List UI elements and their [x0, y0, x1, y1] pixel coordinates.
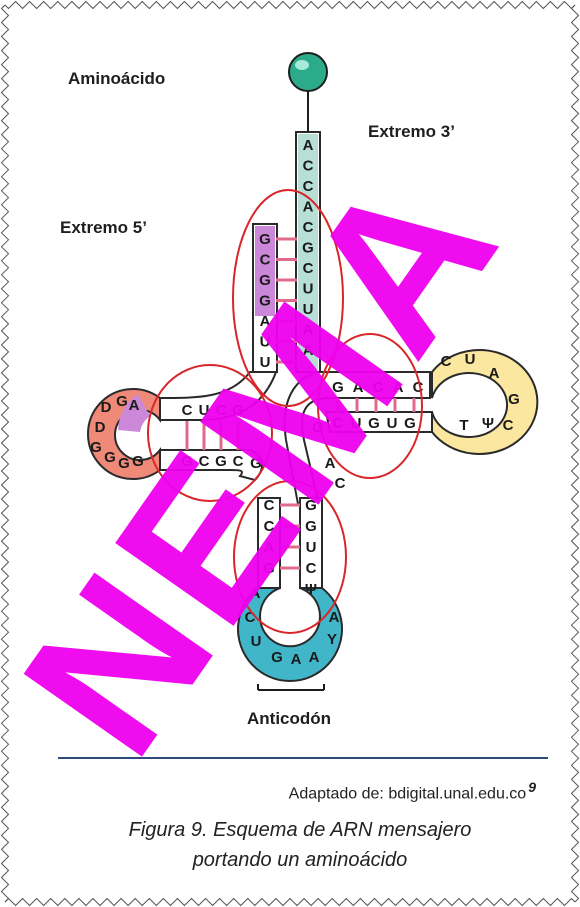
anticodon-stem-base: A: [264, 539, 275, 556]
d-stem-base: G: [181, 453, 193, 470]
figure-caption-line-2: portando un aminoácido: [60, 845, 540, 875]
acceptor-3-base: U: [303, 281, 314, 298]
t-stem-base: G: [404, 415, 416, 432]
t-loop-base: T: [459, 417, 468, 434]
d-stem-base: C: [182, 402, 193, 419]
source-text: Adaptado de: bdigital.unal.edu.co: [289, 785, 527, 802]
acceptor-3-base: A: [303, 137, 314, 154]
anticodon-loop-base: Y: [327, 631, 337, 648]
acceptor-5-base: U: [260, 354, 271, 371]
divider-line: [58, 757, 548, 759]
acceptor-3-base: C: [303, 260, 314, 277]
t-stem-base: A: [353, 379, 364, 396]
label-extremo-5: Extremo 5’: [60, 218, 147, 238]
d-stem-base: C: [233, 453, 244, 470]
t-loop-base: C: [503, 417, 514, 434]
anticodon-stem-base: C: [264, 518, 275, 535]
d-loop-base: D: [95, 419, 106, 436]
t-stem-base: C: [333, 415, 344, 432]
anticodon-loop-base: U: [251, 633, 262, 650]
anticodon-stem-base: C: [306, 560, 317, 577]
acceptor-3-base: A: [303, 342, 314, 359]
anticodon-loop-base: A: [309, 649, 320, 666]
acceptor-3-base: U: [303, 301, 314, 318]
d-stem-base: C: [216, 402, 227, 419]
d-stem-base: C: [199, 453, 210, 470]
variable-loop-base: G: [250, 455, 262, 472]
anticodon-stem-base: C: [264, 497, 275, 514]
acceptor-3-base: C: [303, 219, 314, 236]
t-loop-base: U: [465, 351, 476, 368]
anticodon-stem-base: Ψ: [305, 581, 317, 598]
acceptor-3-base: C: [303, 158, 314, 175]
acceptor-5-base: A: [260, 313, 271, 330]
acceptor-5-base: G: [259, 231, 271, 248]
anticodon-loop-base: G: [271, 649, 283, 666]
figure-caption-line-1: Figura 9. Esquema de ARN mensajero: [60, 815, 540, 845]
t-loop-base: A: [489, 365, 500, 382]
t-stem-base: G: [332, 379, 344, 396]
d-stem-base: G: [232, 402, 244, 419]
d-loop-base: G: [118, 455, 130, 472]
source-ref: 9: [528, 779, 536, 795]
d-loop-base: A: [129, 397, 140, 414]
backbone-ribbons: [160, 132, 432, 588]
aminoacid-highlight: [295, 60, 309, 70]
label-anticodon: Anticodón: [247, 709, 331, 729]
t-stem-base: U: [351, 415, 362, 432]
d-loop-base: G: [104, 449, 116, 466]
anticodon-stem-base: G: [305, 518, 317, 535]
t-loop-base: G: [508, 391, 520, 408]
label-extremo-3: Extremo 3’: [368, 122, 455, 142]
aminoacid-ball: [289, 53, 327, 91]
d-arm-circle: [148, 365, 272, 501]
acceptor-3-base: C: [303, 178, 314, 195]
d-loop-base: G: [132, 453, 144, 470]
anticodon-loop-base: A: [291, 651, 302, 668]
d-loop-base: G: [90, 439, 102, 456]
t-loop-base: C: [441, 353, 452, 370]
t-stem-base: U: [387, 415, 398, 432]
acceptor-5-base: C: [260, 252, 271, 269]
acceptor-3-base: A: [303, 322, 314, 339]
t-stem-base: G: [368, 415, 380, 432]
t-loop-base: Ψ: [482, 415, 494, 432]
d-loop-base: D: [101, 399, 112, 416]
anticodon-stem-base: G: [305, 497, 317, 514]
acceptor-5-base: G: [259, 293, 271, 310]
variable-loop-base: C: [335, 475, 346, 492]
label-aminoacido: Aminoácido: [68, 69, 165, 89]
d-loop-base: G: [116, 393, 128, 410]
anticodon-stem-base: U: [306, 539, 317, 556]
acceptor-5-base: G: [259, 272, 271, 289]
d-stem-base: G: [215, 453, 227, 470]
acceptor-circle: [233, 190, 343, 406]
anticodon-loop-base: A: [250, 585, 261, 602]
anticodon-stem-base: G: [263, 560, 275, 577]
t-stem-base: C: [373, 379, 384, 396]
t-stem-base: A: [393, 379, 404, 396]
acceptor-3-base: G: [302, 240, 314, 257]
acceptor-5-base: U: [260, 334, 271, 351]
t-arm-circle: [318, 334, 422, 478]
d-stem-base: U: [199, 402, 210, 419]
